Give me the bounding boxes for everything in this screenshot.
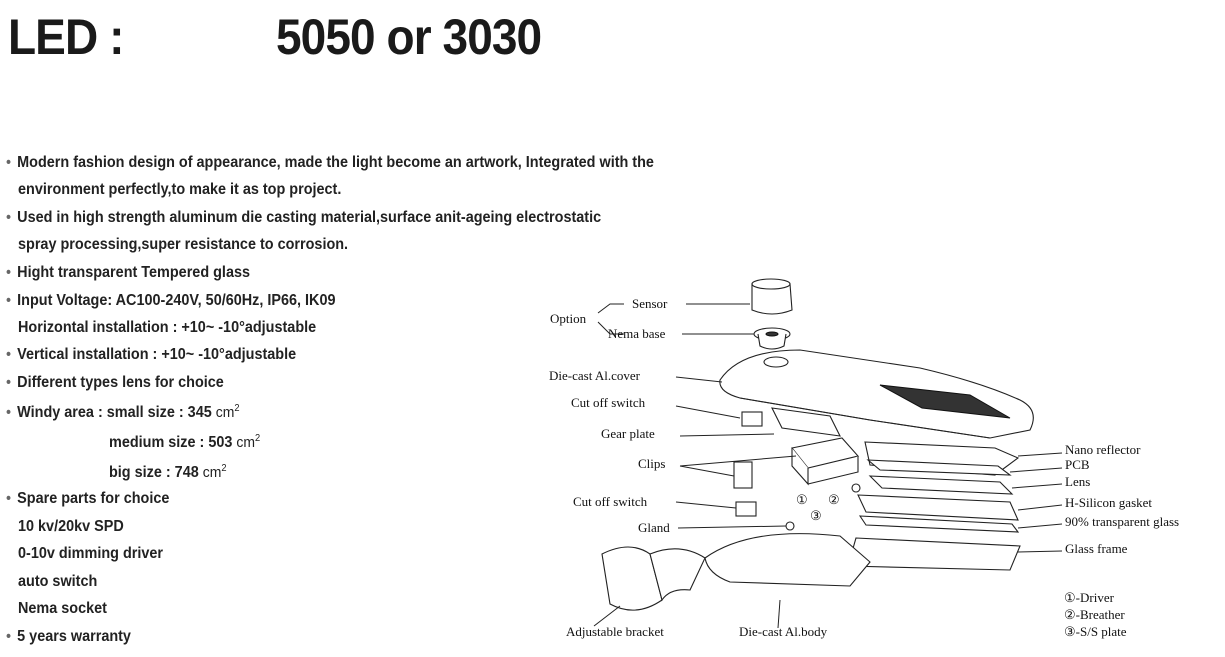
spare-item-spd: 10 kv/20kv SPD — [18, 518, 124, 535]
lens-icon — [868, 475, 1014, 495]
label-cut-off-switch-1: Cut off switch — [571, 395, 646, 410]
label-gasket: H-Silicon gasket — [1065, 495, 1152, 510]
label-gland: Gland — [638, 520, 670, 535]
windy-big: big size : 748 cm2 — [109, 463, 227, 482]
driver-icon — [791, 437, 860, 486]
breather-icon — [851, 483, 861, 493]
nema-base-icon — [753, 327, 791, 350]
label-bracket: Adjustable bracket — [566, 624, 664, 639]
glass-frame-icon — [847, 537, 1021, 571]
bullet-3: •Hight transparent Tempered glass — [6, 264, 250, 281]
led-heading-label: LED : — [8, 9, 124, 65]
pcb-icon — [866, 459, 1012, 476]
marker-driver: ① — [796, 492, 808, 507]
bullet-4-line-2: Horizontal installation : +10~ -10°adjus… — [18, 319, 317, 336]
marker-breather: ② — [828, 492, 840, 507]
spare-item-dimming: 0-10v dimming driver — [18, 545, 164, 562]
bullet-dot-icon: • — [6, 490, 12, 507]
bullet-dot-icon: • — [6, 292, 12, 309]
label-lens: Lens — [1065, 474, 1090, 489]
clips-icon — [733, 461, 753, 489]
bullet-dot-icon: • — [6, 346, 12, 363]
gear-plate-icon — [771, 407, 841, 437]
label-cover: Die-cast Al.cover — [549, 368, 641, 383]
led-heading-value: 5050 or 3030 — [276, 9, 542, 65]
spare-item-nema: Nema socket — [18, 600, 107, 617]
leader-lines — [593, 303, 1063, 629]
label-body: Die-cast Al.body — [739, 624, 828, 639]
bullet-5: •Vertical installation : +10~ -10°adjust… — [6, 346, 297, 363]
warranty: •5 years warranty — [6, 628, 131, 645]
spare-title: •Spare parts for choice — [6, 490, 170, 507]
legend-ss-plate: ③-S/S plate — [1064, 624, 1127, 639]
label-nema-base: Nema base — [608, 326, 666, 341]
bullet-4-line-1: •Input Voltage: AC100-240V, 50/60Hz, IP6… — [6, 292, 336, 309]
windy-small: •Windy area : small size : 345 cm2 — [6, 403, 240, 422]
die-cast-body-icon — [704, 533, 871, 587]
bullet-dot-icon: • — [6, 209, 12, 226]
label-nano-reflector: Nano reflector — [1065, 442, 1141, 457]
bullet-dot-icon: • — [6, 154, 12, 171]
windy-medium: medium size : 503 cm2 — [109, 433, 261, 452]
die-cast-cover-icon — [719, 349, 1034, 439]
bullet-2-line-1: •Used in high strength aluminum die cast… — [6, 209, 602, 226]
label-glass-frame: Glass frame — [1065, 541, 1128, 556]
gland-icon — [785, 521, 795, 531]
sensor-icon — [751, 278, 793, 315]
bullet-dot-icon: • — [6, 374, 12, 391]
glass-icon — [858, 515, 1020, 533]
label-sensor: Sensor — [632, 296, 668, 311]
bullet-2-line-2: spray processing,super resistance to cor… — [18, 236, 349, 253]
label-option: Option — [550, 311, 587, 326]
cut-off-switch-icon — [741, 411, 763, 427]
silicon-gasket-icon — [857, 494, 1019, 521]
legend-breather: ②-Breather — [1064, 607, 1125, 622]
exploded-view-diagram: Sensor Option Nema base Die-cast Al.cove… — [549, 278, 1179, 639]
bullet-6: •Different types lens for choice — [6, 374, 224, 391]
marker-ss-plate: ③ — [810, 508, 822, 523]
bullet-dot-icon: • — [6, 264, 12, 281]
adjustable-bracket-icon — [601, 546, 706, 611]
bullet-dot-icon: • — [6, 628, 12, 645]
label-gear-plate: Gear plate — [601, 426, 655, 441]
bullet-dot-icon: • — [6, 404, 12, 422]
label-clips: Clips — [638, 456, 665, 471]
label-glass: 90% transparent glass — [1065, 514, 1179, 529]
bullet-1-line-2: environment perfectly,to make it as top … — [18, 181, 342, 198]
bullet-1-line-1: •Modern fashion design of appearance, ma… — [6, 154, 654, 171]
cut-off-switch-2-icon — [735, 501, 757, 517]
label-pcb: PCB — [1065, 457, 1090, 472]
spare-item-switch: auto switch — [18, 573, 98, 590]
legend-driver: ①-Driver — [1064, 590, 1115, 605]
label-cut-off-switch-2: Cut off switch — [573, 494, 648, 509]
